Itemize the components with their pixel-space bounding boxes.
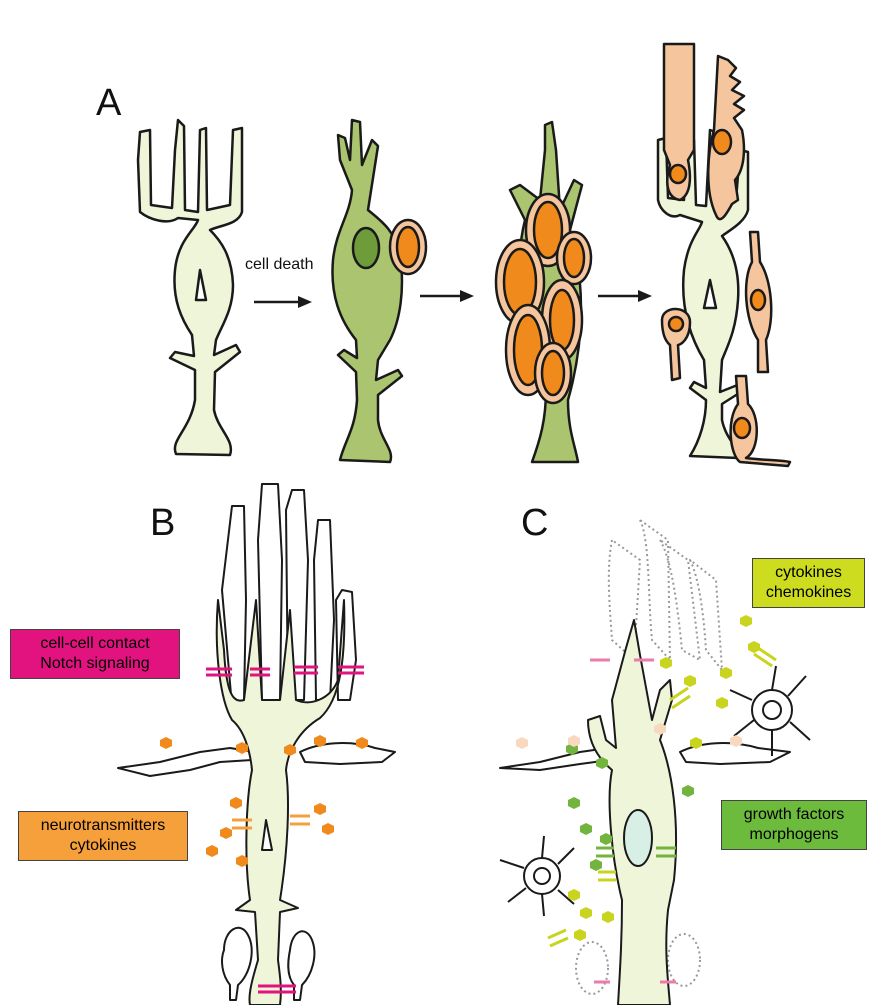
arrow-differentiation bbox=[598, 290, 652, 302]
proliferating-progenitors bbox=[496, 122, 591, 462]
cell-cell-contact-line2: Notch signaling bbox=[40, 654, 149, 674]
neurotransmitters-box: neurotransmitters cytokines bbox=[18, 811, 188, 861]
regenerated-retina bbox=[658, 44, 790, 466]
panel-label-c: C bbox=[521, 504, 548, 542]
panel-label-b: B bbox=[150, 504, 175, 542]
arrow-proliferation bbox=[420, 290, 474, 302]
neurotransmitters-line1: neurotransmitters bbox=[41, 816, 166, 836]
cytokines-chemokines-box: cytokines chemokines bbox=[752, 558, 865, 608]
cell-cell-contact-line1: cell-cell contact bbox=[40, 634, 149, 654]
growth-factors-line1: growth factors bbox=[744, 805, 844, 825]
cytokines-chemokines-line2: chemokines bbox=[766, 583, 851, 603]
arrow-cell-death bbox=[254, 296, 312, 308]
growth-factors-box: growth factors morphogens bbox=[721, 800, 867, 850]
cell-cell-contact-box: cell-cell contact Notch signaling bbox=[10, 629, 180, 679]
cell-death-label: cell death bbox=[245, 256, 314, 274]
neurotransmitters-line2: cytokines bbox=[70, 836, 137, 856]
cytokines-chemokines-line1: cytokines bbox=[775, 563, 842, 583]
panel-b-niche bbox=[118, 484, 395, 1005]
muller-glia-resting bbox=[138, 120, 242, 455]
growth-factors-line2: morphogens bbox=[750, 825, 839, 845]
muller-glia-activated bbox=[332, 120, 426, 462]
panel-label-a: A bbox=[96, 84, 121, 122]
